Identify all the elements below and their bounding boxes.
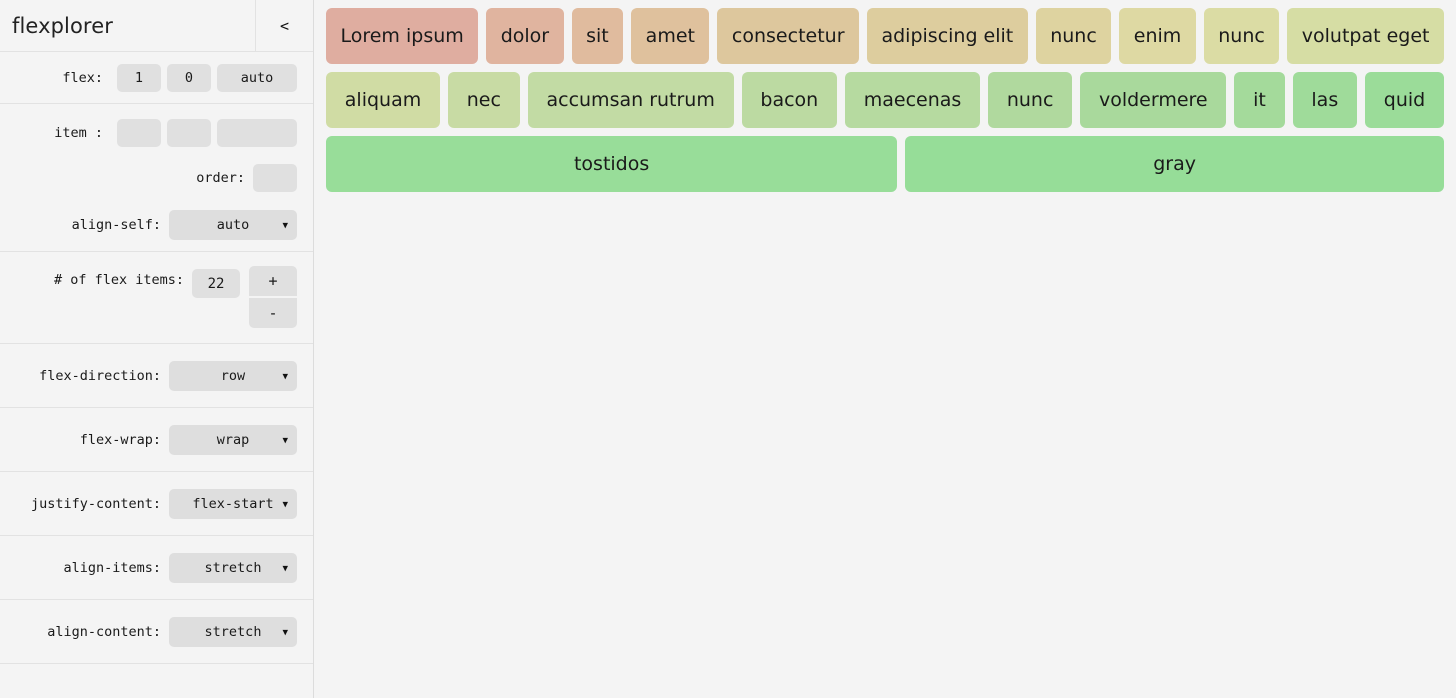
sidebar-header: flexplorer < — [0, 0, 313, 52]
page-title: flexplorer — [12, 13, 113, 38]
item-shorthand-row: item : — [0, 104, 313, 156]
flex-item[interactable]: gray — [905, 136, 1444, 192]
flex-item-label: sit — [586, 25, 609, 47]
order-row: order: — [0, 156, 313, 200]
flex-item-label: nec — [466, 89, 501, 111]
flex-item[interactable]: bacon — [741, 72, 837, 128]
flex-item[interactable]: nec — [448, 72, 520, 128]
decrement-items-button[interactable]: - — [249, 298, 297, 328]
order-input[interactable] — [253, 164, 297, 192]
flex-item-label: it — [1253, 89, 1266, 111]
flex-item[interactable]: amet — [631, 8, 710, 64]
flex-item-count-row: # of flex items: + - — [0, 252, 313, 344]
flex-item[interactable]: nunc — [1035, 8, 1112, 64]
flex-item[interactable]: aliquam — [326, 72, 440, 128]
flex-item-label: aliquam — [344, 89, 422, 111]
item-basis-input[interactable] — [217, 119, 297, 147]
flex-direction-row: flex-direction: rowrow-reversecolumncolu… — [0, 344, 313, 408]
flex-wrap-row: flex-wrap: nowrapwrapwrap-reverse ▾ — [0, 408, 313, 472]
flex-container-canvas: Lorem ipsum dolor sit amet consectetur adipis… — [314, 0, 1456, 698]
align-self-select-wrap: autoflex-startflex-endcenterbaselinestre… — [169, 209, 297, 240]
flex-item-label: amet — [645, 25, 695, 47]
flex-item[interactable]: Lorem ipsum — [326, 8, 479, 64]
flex-item-label: accumsan rutrum — [546, 89, 715, 111]
align-content-label: align-content: — [47, 623, 161, 640]
flex-item[interactable]: nunc — [988, 72, 1073, 128]
flex-shrink-input[interactable] — [167, 63, 211, 92]
flex-item-label: nunc — [1050, 25, 1097, 47]
flex-item[interactable]: quid — [1365, 72, 1444, 128]
flex-item[interactable]: volutpat eget — [1287, 8, 1444, 64]
justify-content-select[interactable]: flex-startflex-endcenterspace-betweenspa… — [169, 488, 297, 519]
item-label: item : — [54, 125, 103, 141]
controls-sidebar: flexplorer < flex: item : order: align-s… — [0, 0, 314, 698]
flex-item[interactable]: maecenas — [844, 72, 981, 128]
flex-item-label: maecenas — [863, 89, 962, 111]
justify-content-label: justify-content: — [30, 495, 161, 512]
flex-label: flex: — [62, 69, 103, 86]
flex-item-label: adipiscing elit — [881, 25, 1014, 47]
flex-item-label: dolor — [500, 25, 550, 47]
flex-item[interactable]: sit — [571, 8, 624, 64]
flex-direction-label: flex-direction: — [39, 367, 161, 384]
flex-item[interactable]: dolor — [486, 8, 564, 64]
flex-item-label: volutpat eget — [1301, 25, 1430, 47]
item-shrink-input[interactable] — [167, 119, 211, 147]
item-grow-input[interactable] — [117, 119, 161, 147]
chevron-left-icon: < — [279, 16, 290, 35]
flex-grow-input[interactable] — [117, 63, 161, 92]
flex-item-label: consectetur — [731, 25, 845, 47]
justify-content-select-wrap: flex-startflex-endcenterspace-betweenspa… — [169, 488, 297, 519]
align-self-select[interactable]: autoflex-startflex-endcenterbaselinestre… — [169, 209, 297, 240]
flex-item-label: quid — [1383, 89, 1426, 111]
flex-wrap-label: flex-wrap: — [79, 431, 161, 448]
flex-direction-select-wrap: rowrow-reversecolumncolumn-reverse ▾ — [169, 360, 297, 391]
align-items-label: align-items: — [63, 559, 161, 576]
flex-item-label: nunc — [1218, 25, 1265, 47]
align-items-row: align-items: flex-startflex-endcenterbas… — [0, 536, 313, 600]
flex-item[interactable]: adipiscing elit — [867, 8, 1028, 64]
flex-item[interactable]: tostidos — [326, 136, 898, 192]
flex-direction-select[interactable]: rowrow-reversecolumncolumn-reverse — [169, 360, 297, 391]
flex-item-count-stepper: + - — [249, 266, 297, 328]
align-content-select[interactable]: flex-startflex-endcenterspace-betweenspa… — [169, 616, 297, 647]
align-items-select[interactable]: flex-startflex-endcenterbaselinestretch — [169, 552, 297, 583]
align-items-select-wrap: flex-startflex-endcenterbaselinestretch … — [169, 552, 297, 583]
align-content-row: align-content: flex-startflex-endcenters… — [0, 600, 313, 664]
flex-item-label: tostidos — [573, 153, 650, 175]
flex-item-label: Lorem ipsum — [340, 25, 464, 47]
flex-item[interactable]: enim — [1119, 8, 1196, 64]
flex-item-label: nunc — [1006, 89, 1054, 111]
flex-wrap-select[interactable]: nowrapwrapwrap-reverse — [169, 424, 297, 455]
flex-item[interactable]: nunc — [1203, 8, 1280, 64]
flex-item[interactable]: accumsan rutrum — [527, 72, 734, 128]
align-content-select-wrap: flex-startflex-endcenterspace-betweenspa… — [169, 616, 297, 647]
flex-item-label: gray — [1153, 153, 1197, 175]
justify-content-row: justify-content: flex-startflex-endcente… — [0, 472, 313, 536]
flex-item-label: enim — [1133, 25, 1182, 47]
collapse-sidebar-button[interactable]: < — [255, 0, 313, 51]
align-self-row: align-self: autoflex-startflex-endcenter… — [0, 200, 313, 252]
flex-item-label: las — [1311, 89, 1339, 111]
order-label: order: — [196, 170, 245, 186]
flex-item[interactable]: it — [1234, 72, 1285, 128]
flex-shorthand-row: flex: — [0, 52, 313, 104]
flex-item[interactable]: voldermere — [1080, 72, 1227, 128]
flex-wrap-select-wrap: nowrapwrapwrap-reverse ▾ — [169, 424, 297, 455]
flex-item-label: voldermere — [1098, 89, 1208, 111]
align-self-label: align-self: — [71, 216, 161, 233]
flex-basis-input[interactable] — [217, 63, 297, 92]
flex-item[interactable]: las — [1292, 72, 1357, 128]
flex-item-count-input[interactable] — [192, 269, 240, 298]
flex-item-label: bacon — [760, 89, 819, 111]
flex-item-count-label: # of flex items: — [53, 272, 184, 288]
flex-item[interactable]: consectetur — [717, 8, 859, 64]
increment-items-button[interactable]: + — [249, 266, 297, 296]
